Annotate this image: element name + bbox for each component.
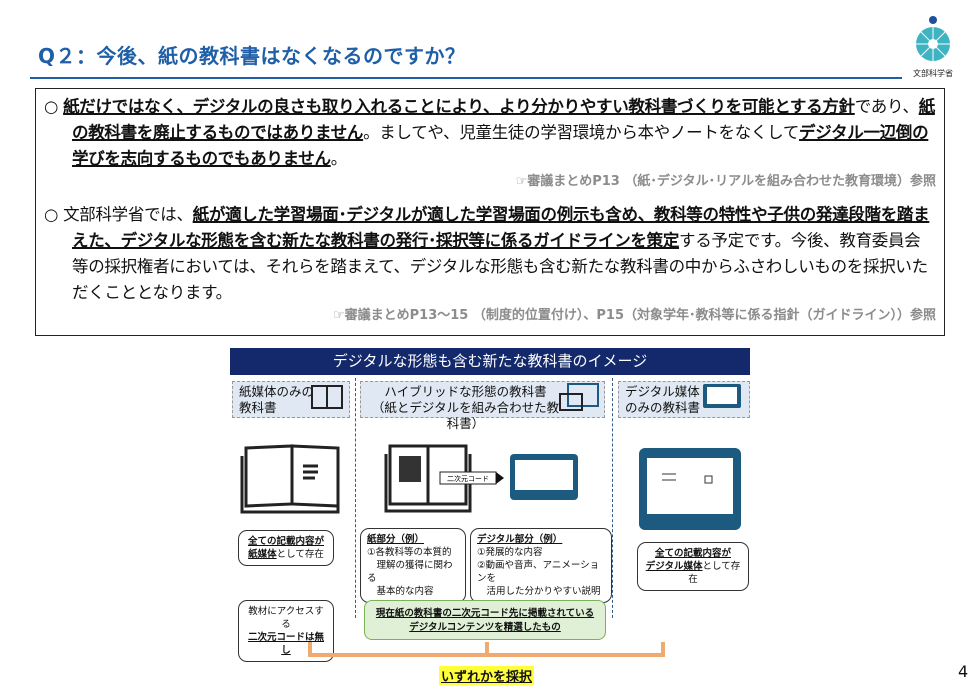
answer-paragraph-2: ○ 文部科学省では、紙が適した学習場面･デジタルが適した学習場面の例示も含め、教…	[44, 202, 936, 306]
paper-only-bubble: 全ての記載内容が紙媒体として存在	[238, 530, 334, 566]
emphasized-text: デジタル一辺倒の学びを志向するものでもありません	[72, 123, 929, 168]
bubble-text: 紙媒体	[248, 549, 277, 560]
bubble-line: 基本的な内容	[367, 586, 434, 597]
logo-text: 文部科学省	[913, 69, 953, 78]
digital-part-bubble: デジタル部分（例） ①発展的な内容 ②動画や音声、アニメーションを 活用した分か…	[470, 528, 612, 603]
open-book-icon	[240, 444, 340, 514]
bubble-line: ①発展的な内容	[477, 547, 543, 558]
bubble-title: デジタル部分（例）	[477, 534, 563, 545]
bracket	[308, 642, 312, 656]
body-text: 文部科学省では、	[63, 205, 193, 224]
small-hybrid-icon	[559, 383, 599, 411]
emphasized-text: 紙が適した学習場面･デジタルが適した学習場面の例示も含め、教科等の特性や子供の発…	[72, 205, 930, 250]
small-tablet-icon	[703, 384, 741, 408]
arrow-icon	[496, 472, 504, 484]
header-paper-only: 紙媒体のみの 教科書	[232, 381, 350, 418]
qr-label: 二次元コード	[447, 474, 489, 483]
qr-code-icon	[399, 456, 421, 482]
tablet-small-icon	[510, 454, 578, 500]
digital-content-note: 現在紙の教科書の二次元コード先に掲載されている デジタルコンテンツを精選したもの	[364, 600, 606, 640]
bubble-line: 理解の獲得に関わる	[367, 560, 453, 584]
answer-paragraph-1: ○ 紙だけではなく、デジタルの良さも取り入れることにより、より分かりやすい教科書…	[44, 94, 936, 172]
mext-logo: 文部科学省	[908, 14, 958, 79]
small-book-icon	[311, 385, 343, 409]
digital-only-bubble: 全ての記載内容がデジタル媒体として存在	[637, 542, 749, 591]
column-divider	[355, 378, 356, 618]
bubble-text: として存在	[276, 549, 324, 560]
bubble-text: デジタル媒体	[645, 561, 703, 572]
emphasized-text: 紙だけではなく、デジタルの良さも取り入れることにより、より分かりやすい教科書づく…	[63, 97, 855, 116]
answer-box: ○ 紙だけではなく、デジタルの良さも取り入れることにより、より分かりやすい教科書…	[35, 88, 945, 336]
choose-label: いずれかを採択	[439, 666, 535, 685]
bubble-text: 教材にアクセスする	[248, 606, 324, 630]
illustrations: 二次元コード	[240, 383, 741, 530]
bracket	[661, 642, 665, 656]
column-divider	[612, 378, 613, 618]
page-title: Q２：今後、紙の教科書はなくなるのですか？	[38, 44, 466, 68]
bubble-line: ①各教科等の本質的	[367, 547, 452, 558]
bullet: ○	[44, 205, 59, 224]
tablet-large-icon	[639, 448, 741, 530]
bracket	[308, 653, 665, 657]
bubble-text: 二次元コードは無し	[247, 632, 324, 656]
bubble-text: 全ての記載内容が	[247, 536, 324, 547]
bubble-text: として存在	[688, 561, 741, 585]
paper-part-bubble: 紙部分（例） ①各教科等の本質的 理解の獲得に関わる 基本的な内容	[360, 528, 466, 603]
bubble-line: ②動画や音声、アニメーションを	[477, 560, 600, 584]
page-number: 4	[958, 662, 969, 681]
no-qr-bubble: 教材にアクセスする二次元コードは無し	[238, 600, 334, 662]
body-text: であり、	[854, 97, 919, 116]
header-hybrid: ハイブリッドな形態の教科書 （紙とデジタルを組み合わせた教科書）	[360, 381, 605, 431]
textbook-diagram: デジタルな形態も含む新たな教科書のイメージ 紙媒体のみの 教科書 ハイブリッドな…	[230, 348, 750, 685]
title-divider	[30, 77, 902, 79]
reference-2: ☞審議まとめP13～15 （制度的位置付け）、P15（対象学年･教科等に係る指針…	[332, 308, 936, 323]
mext-emblem-icon	[916, 16, 950, 61]
bubble-text: 全ての記載内容が	[654, 548, 731, 559]
body-text: 。ましてや、児童生徒の学習環境から本やノートをなくして	[363, 123, 800, 142]
bracket	[485, 642, 489, 656]
diagram-banner: デジタルな形態も含む新たな教科書のイメージ	[230, 348, 750, 375]
bubble-title: 紙部分（例）	[367, 534, 425, 545]
reference-1: ☞審議まとめP13 （紙･デジタル･リアルを組み合わせた教育環境）参照	[515, 174, 936, 189]
bullet: ○	[44, 97, 59, 116]
body-text: 。	[330, 149, 348, 168]
body-text: する予定です。今後、教育委員会等の採択権者においては、それらを踏まえて、デジタル…	[72, 231, 928, 302]
emphasized-text: 紙の教科書を廃止するものではありません	[72, 97, 935, 142]
bubble-line: 活用した分かりやすい説明	[477, 586, 601, 597]
